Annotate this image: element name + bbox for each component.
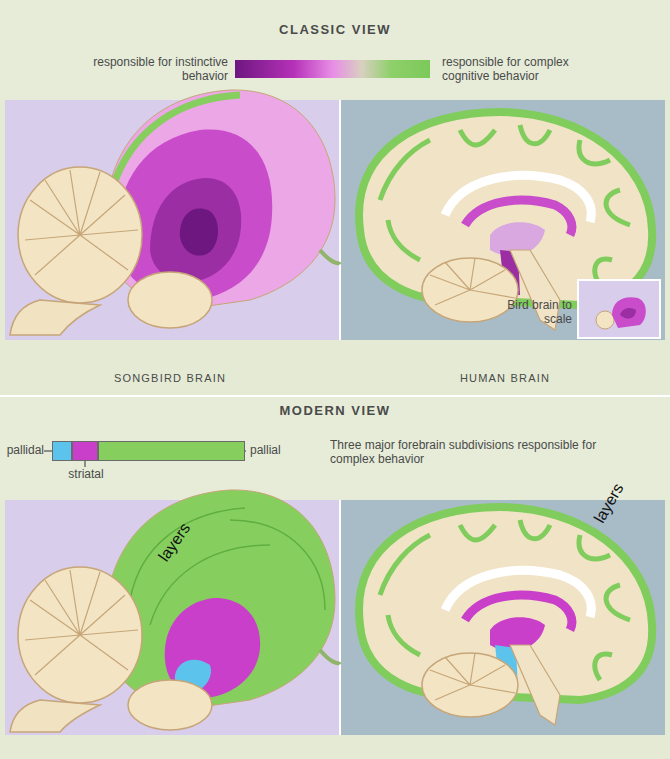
section-heading: CLASSIC VIEW — [235, 22, 435, 38]
note-text: Three major forebrain subdivisions respo… — [330, 438, 620, 467]
panel-caption: HUMAN BRAIN — [405, 372, 605, 385]
legend-swatch — [98, 441, 245, 461]
legend-swatch — [72, 441, 98, 461]
bar-end-label: responsible for complex cognitive behavi… — [442, 55, 602, 84]
panel-caption: SONGBIRD BRAIN — [70, 372, 270, 385]
bar-end-label: responsible for instinctive behavior — [78, 55, 228, 84]
section-heading: MODERN VIEW — [235, 403, 435, 419]
legend-text: pallidal — [4, 443, 44, 457]
inset-label: Bird brain to scale — [500, 298, 572, 327]
legend-text: pallial — [250, 443, 310, 457]
legend-swatch — [52, 441, 72, 461]
legend-text: striatal — [64, 467, 108, 481]
